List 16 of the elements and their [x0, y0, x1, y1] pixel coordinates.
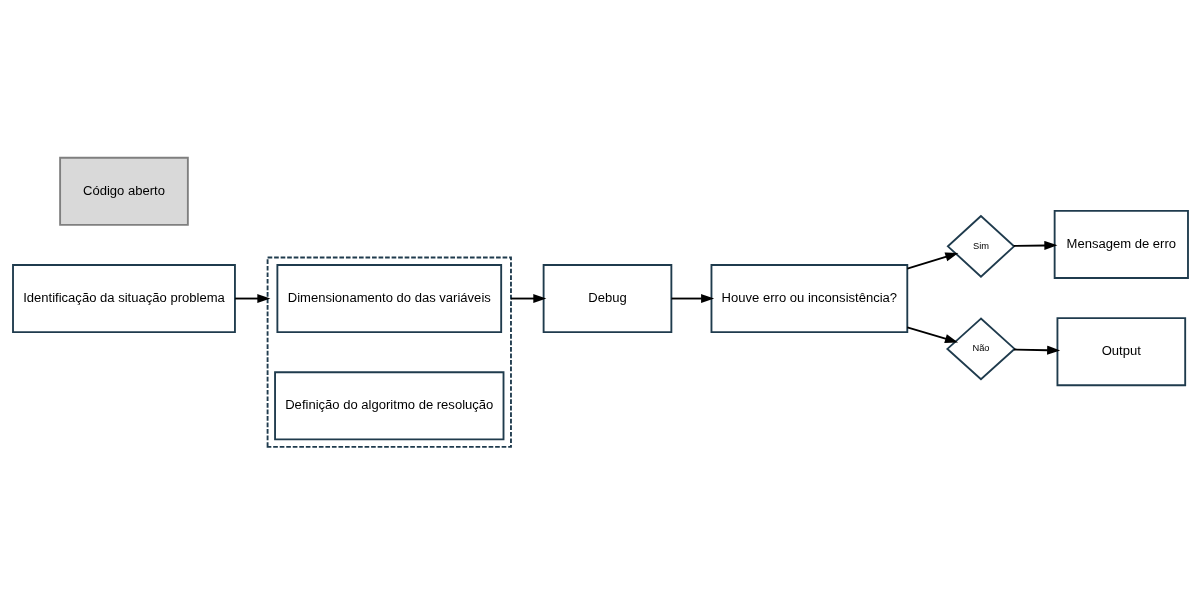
arrow — [670, 293, 715, 304]
node-box: Identificação da situação problema — [12, 264, 236, 334]
node-box: Mensagem de erro — [1053, 209, 1189, 279]
node-box: Output — [1056, 317, 1187, 387]
node-box: Houve erro ou inconsistência? — [710, 264, 909, 334]
arrow — [1012, 240, 1058, 251]
node-box: Dimensionamento do das variáveis — [276, 264, 503, 334]
cluster — [266, 256, 512, 448]
arrow — [906, 326, 959, 344]
arrow — [510, 293, 547, 304]
arrow — [906, 252, 959, 270]
node-box: Definição do algoritmo de resolução — [274, 371, 505, 441]
arrow — [234, 293, 271, 304]
node-box: Debug — [542, 264, 673, 334]
node-box: Código aberto — [59, 156, 189, 226]
arrow — [1013, 345, 1061, 355]
